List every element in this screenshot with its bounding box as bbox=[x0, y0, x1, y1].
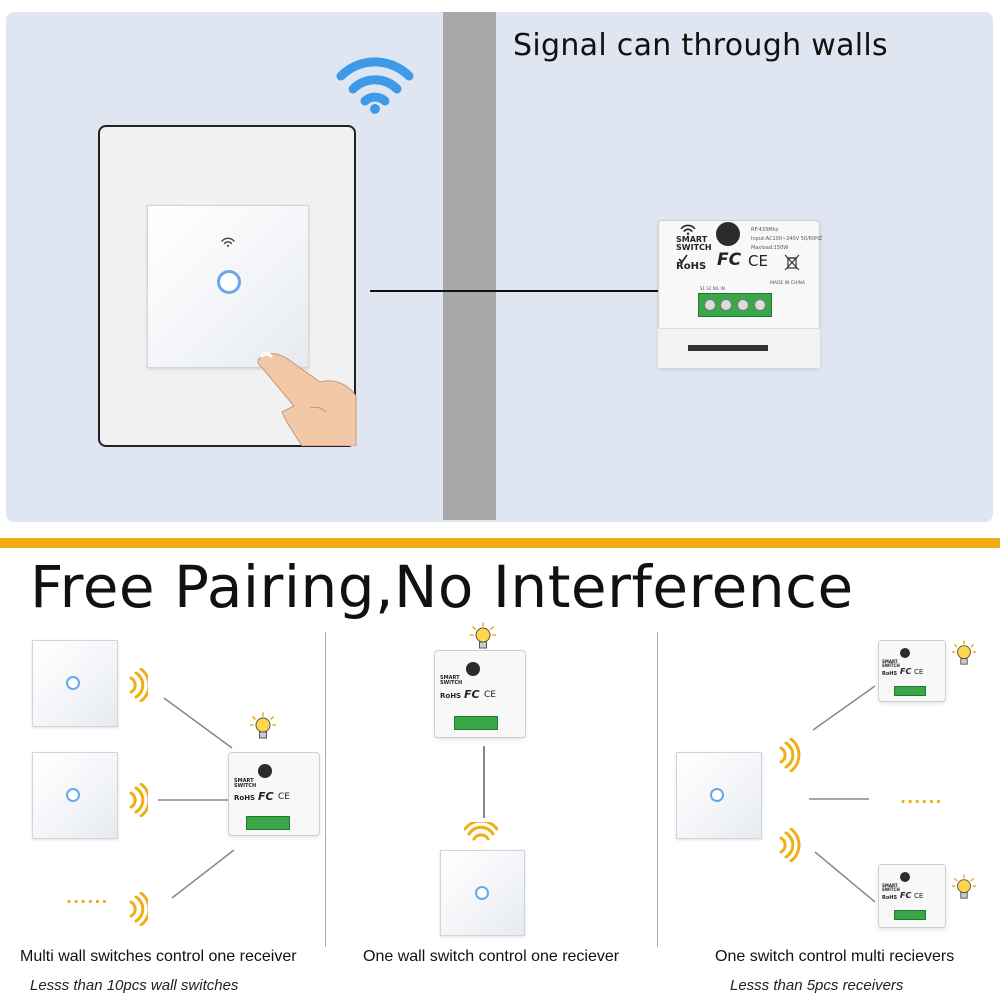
antenna-hole bbox=[900, 648, 910, 658]
antenna-hole bbox=[900, 872, 910, 882]
finger-pressing-icon bbox=[257, 352, 357, 446]
fc-mark: FC bbox=[464, 688, 480, 701]
fc-mark: FC bbox=[258, 790, 274, 803]
free-pairing-heading: Free Pairing,No Interference bbox=[30, 553, 854, 621]
touch-button[interactable] bbox=[66, 788, 80, 802]
light-bulb-icon bbox=[470, 622, 496, 649]
ce-mark: CE bbox=[914, 892, 924, 900]
fc-mark: FC bbox=[717, 250, 742, 270]
orange-divider bbox=[0, 538, 1000, 548]
rohs-mark: RoHS bbox=[882, 895, 898, 901]
rohs-mark: RoHS bbox=[440, 692, 462, 700]
antenna-hole bbox=[466, 662, 480, 676]
rf-spec: RF:433Mhz bbox=[751, 227, 779, 233]
connection-lines bbox=[809, 685, 876, 903]
receiver-slot bbox=[688, 345, 768, 351]
touch-button[interactable] bbox=[710, 788, 724, 802]
fc-mark: FC bbox=[900, 891, 912, 900]
wifi-small-icon bbox=[221, 237, 235, 247]
connection-line bbox=[370, 290, 660, 292]
wall-switch-small bbox=[676, 752, 762, 839]
rohs-mark: RoHS bbox=[882, 671, 898, 677]
ce-mark: CE bbox=[278, 792, 290, 802]
ce-mark: CE bbox=[748, 252, 768, 270]
rohs-mark: RoHS bbox=[234, 794, 256, 802]
terminal-labels: S1 S2 N/L IN bbox=[700, 286, 725, 291]
light-bulb-icon bbox=[952, 874, 976, 899]
light-bulb-icon bbox=[250, 712, 276, 739]
connection-line bbox=[483, 746, 485, 818]
input-spec: Input:AC100~240V 50/60HZ bbox=[751, 236, 823, 242]
rohs-mark: RoHS bbox=[676, 261, 707, 272]
terminal-screw bbox=[737, 299, 749, 311]
terminal-block bbox=[894, 686, 926, 696]
subcaption-multi-to-one: Lesss than 10pcs wall switches bbox=[30, 977, 239, 994]
signal-wave-icon bbox=[129, 668, 148, 702]
connection-lines bbox=[158, 697, 235, 899]
touch-button[interactable] bbox=[217, 270, 241, 294]
fc-mark: FC bbox=[900, 667, 912, 676]
terminal-screw bbox=[754, 299, 766, 311]
signal-wave-icon bbox=[129, 783, 148, 817]
column-separator bbox=[657, 632, 658, 947]
touch-button[interactable] bbox=[66, 676, 80, 690]
antenna-hole bbox=[258, 764, 272, 778]
recycle-bin-crossed-icon bbox=[784, 254, 800, 271]
touch-button[interactable] bbox=[475, 886, 489, 900]
terminal-block bbox=[894, 910, 926, 920]
ce-mark: CE bbox=[484, 690, 496, 700]
column-separator bbox=[325, 632, 326, 947]
subcaption-one-to-multi: Lesss than 5pcs receivers bbox=[730, 977, 904, 994]
signal-through-walls-heading: Signal can through walls bbox=[513, 28, 888, 63]
more-switches-dots: ...... bbox=[66, 888, 109, 907]
maxload-spec: Maxload:150W bbox=[751, 245, 789, 251]
signal-wave-icon bbox=[779, 828, 801, 862]
terminal-screw bbox=[720, 299, 732, 311]
terminal-screw bbox=[704, 299, 716, 311]
wifi-small-icon bbox=[680, 224, 696, 235]
caption-one-to-multi: One switch control multi recievers bbox=[715, 948, 955, 965]
light-bulb-icon bbox=[952, 640, 976, 665]
checkmark-icon bbox=[678, 254, 688, 263]
caption-one-to-one: One wall switch control one reciever bbox=[363, 948, 620, 965]
terminal-block bbox=[246, 816, 290, 830]
made-in-china: MADE IN CHINA bbox=[770, 281, 806, 286]
wifi-signal-icon bbox=[336, 57, 414, 114]
terminal-block bbox=[454, 716, 498, 730]
signal-wave-icon bbox=[464, 822, 498, 841]
more-receivers-dots: ...... bbox=[900, 788, 943, 807]
signal-wave-icon bbox=[129, 892, 148, 926]
caption-multi-to-one: Multi wall switches control one receiver bbox=[20, 948, 297, 965]
signal-wave-icon bbox=[779, 738, 801, 772]
wall-divider bbox=[443, 12, 496, 520]
ce-mark: CE bbox=[914, 668, 924, 676]
antenna-hole bbox=[716, 222, 740, 246]
